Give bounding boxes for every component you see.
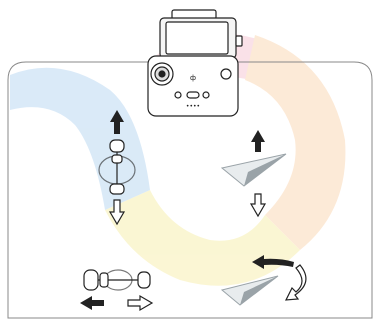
- arrow-up-filled: [110, 110, 124, 134]
- arrow-curve-right-outline: [284, 264, 307, 301]
- left-stick-cap: [158, 70, 166, 78]
- dji-logo-icon: ф: [190, 75, 196, 82]
- panel-frame: [7, 61, 373, 319]
- right-stick-base: [220, 68, 232, 80]
- arrow-down-outline: [249, 193, 267, 218]
- arrow-right-outline: [127, 294, 154, 312]
- arrow-curve-left-filled: [252, 255, 294, 269]
- button-left: [174, 91, 182, 99]
- indicator-dots: ••••: [186, 103, 200, 110]
- phone-side-button: [235, 35, 243, 47]
- stick-vertical-group: [98, 110, 136, 226]
- swirl-yellow: [105, 190, 300, 286]
- phone-screen: [165, 21, 229, 55]
- paper-plane-icon: [220, 275, 279, 306]
- switch-center: [186, 91, 200, 99]
- aircraft-vertical-group: [220, 130, 287, 218]
- remote-controller: ф ••••: [147, 9, 243, 117]
- swirl-blue: [10, 67, 150, 211]
- arrow-up-filled: [251, 130, 265, 152]
- button-right: [202, 91, 210, 99]
- stick-vertical-icon: [98, 139, 136, 195]
- swirl-orange: [245, 35, 346, 250]
- arrow-down-outline: [108, 199, 126, 226]
- paper-plane-icon: [220, 153, 287, 187]
- stick-horizontal-group: [80, 269, 154, 312]
- aircraft-rotate-group: [220, 255, 307, 306]
- stick-horizontal-icon: [83, 269, 151, 291]
- arrow-left-filled: [80, 296, 104, 310]
